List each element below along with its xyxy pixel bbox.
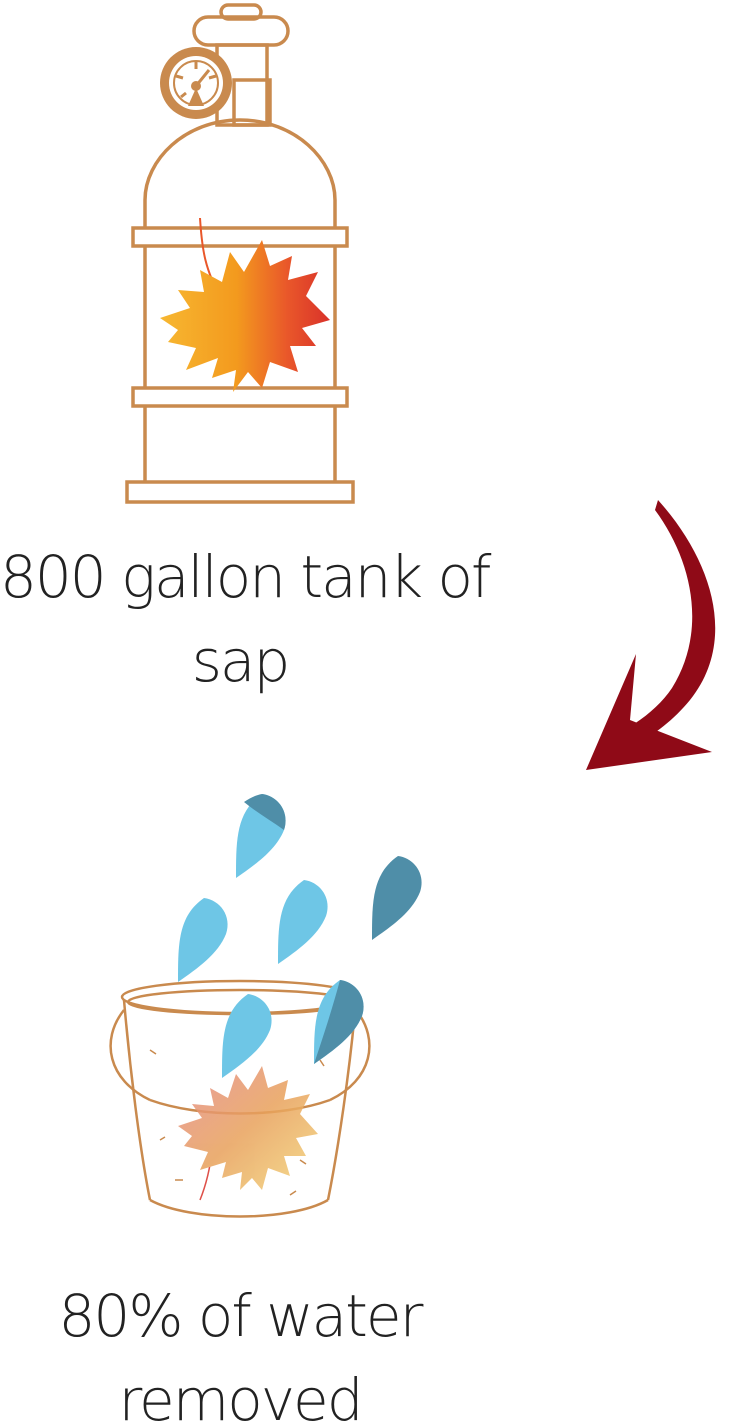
bucket-caption: 80% of water removed bbox=[0, 1274, 480, 1427]
curved-arrow-down-icon bbox=[586, 500, 716, 770]
tank-caption-line1: 800 gallon tank of bbox=[0, 543, 491, 611]
water-drop-icon bbox=[178, 898, 228, 982]
bucket-caption-line2: removed bbox=[118, 1366, 363, 1427]
water-drop-icon bbox=[372, 856, 422, 940]
water-drop-icon bbox=[314, 980, 364, 1064]
pressure-gauge-icon bbox=[160, 47, 232, 119]
maple-leaf-icon bbox=[160, 217, 330, 392]
bucket-maple-leaf-icon bbox=[178, 1066, 318, 1201]
water-drop-icon bbox=[236, 794, 286, 878]
water-drops bbox=[178, 794, 422, 1078]
tank-icon bbox=[125, 3, 355, 504]
tank-caption-line2: sap bbox=[191, 627, 291, 695]
tank-caption: 800 gallon tank of sap bbox=[0, 535, 491, 703]
water-drop-icon bbox=[222, 994, 272, 1078]
water-drop-icon bbox=[278, 880, 328, 964]
bucket-caption-line1: 80% of water bbox=[58, 1282, 424, 1350]
